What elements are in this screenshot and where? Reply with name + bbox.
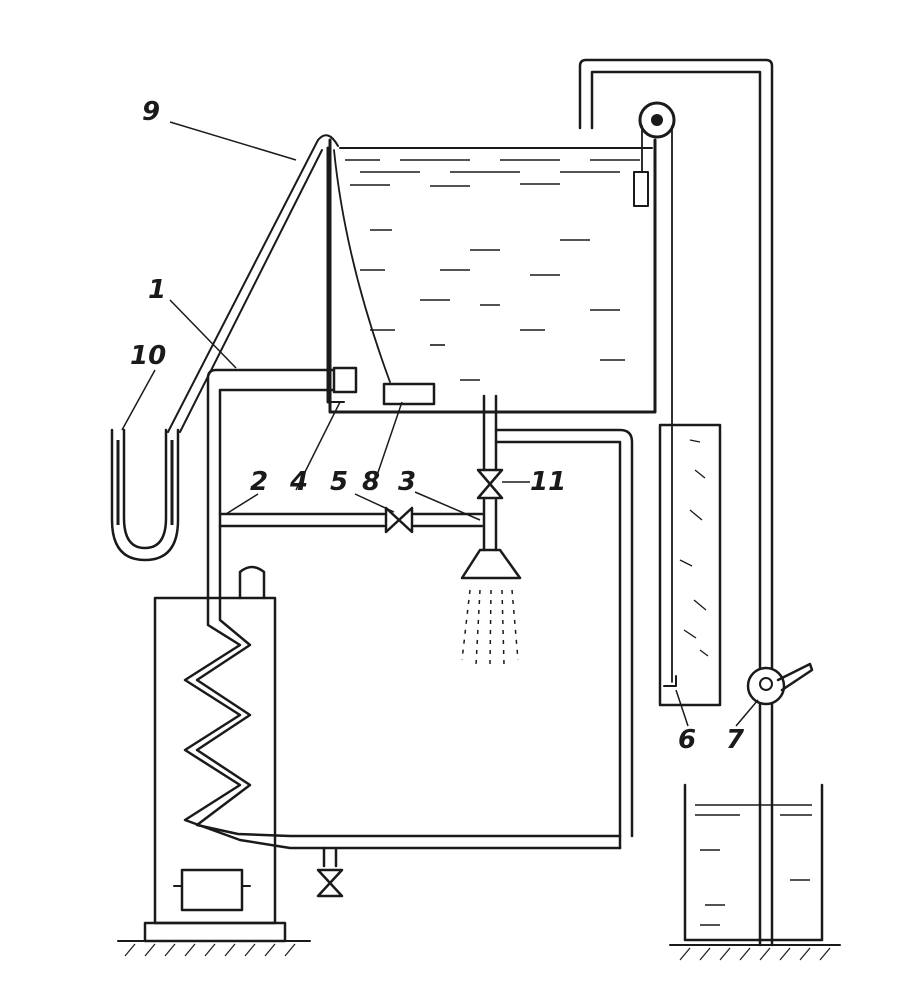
label-6: 6 <box>678 725 696 755</box>
label-8: 8 <box>362 467 380 497</box>
label-1: 1 <box>148 275 166 305</box>
thermometer-4 <box>326 146 345 404</box>
drain-valve <box>316 846 344 898</box>
inlet-pipe <box>578 58 774 947</box>
u-tube-manometer-10 <box>110 428 180 562</box>
label-4: 4 <box>289 467 308 497</box>
label-9: 9 <box>142 97 160 127</box>
collecting-vessel <box>669 783 841 961</box>
water-tank <box>328 138 657 414</box>
label-2: 2 <box>250 467 268 497</box>
drain-tap <box>746 662 814 706</box>
label-5: 5 <box>330 467 348 497</box>
leader-lines <box>121 121 759 727</box>
heater-stove <box>117 565 311 957</box>
shower-head <box>460 548 522 666</box>
outlet-pipe <box>482 394 634 850</box>
level-gauge <box>658 423 722 707</box>
tank-water-surface <box>345 159 640 381</box>
manometer-tube-9 <box>167 134 339 433</box>
pulley <box>638 101 676 139</box>
label-7: 7 <box>726 725 745 755</box>
pipe-2 <box>218 512 484 528</box>
valve-5 <box>384 506 414 534</box>
float-cord <box>633 125 673 683</box>
float-8 <box>333 149 436 406</box>
label-11: 11 <box>530 467 566 497</box>
valve-11 <box>476 468 504 500</box>
label-3: 3 <box>398 467 416 497</box>
part-labels: 9 1 10 2 4 5 8 3 11 6 7 <box>130 97 745 755</box>
heating-coil <box>183 596 622 850</box>
label-10: 10 <box>130 341 166 371</box>
